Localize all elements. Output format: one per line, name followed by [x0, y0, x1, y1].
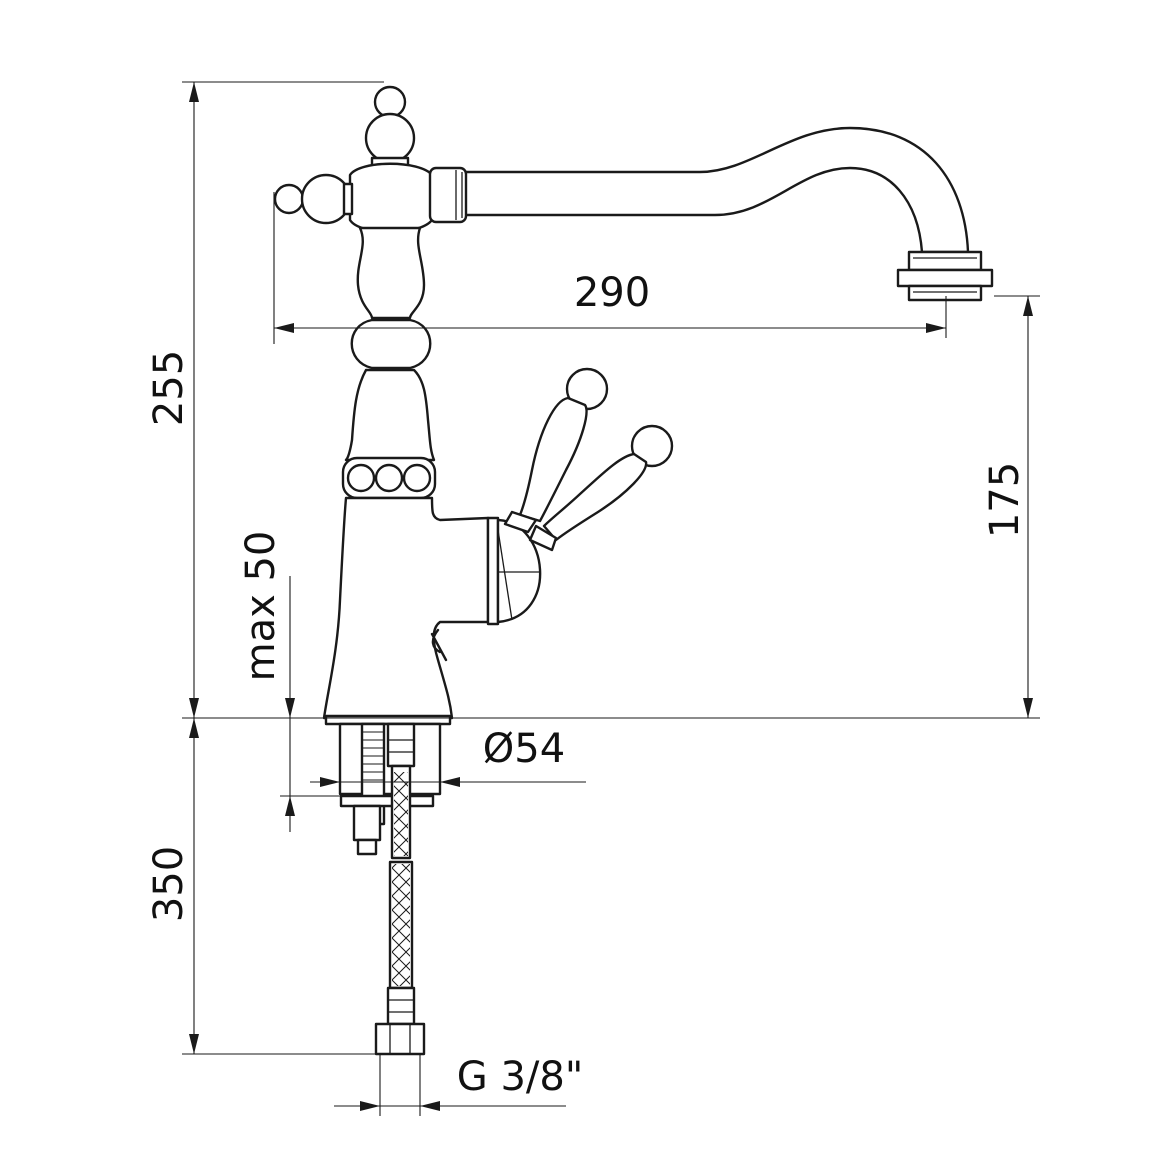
- lever-handle-upper: [503, 367, 609, 534]
- dim-spout-height: 175: [982, 462, 1028, 538]
- top-finial: [364, 85, 416, 168]
- spout: [463, 126, 970, 254]
- cartridge-housing: [486, 516, 542, 626]
- decorative-collar: [341, 456, 437, 500]
- dim-base-diameter: Ø54: [483, 726, 565, 772]
- dim-hose-thread: G 3/8": [457, 1054, 583, 1100]
- head-block: [348, 162, 434, 234]
- stem-lower: [344, 368, 436, 462]
- dim-spout-reach: 290: [574, 270, 650, 316]
- lever-handle-lower: [528, 424, 674, 552]
- dimension-lines: [182, 81, 1040, 1116]
- dim-max-deck-thickness: max 50: [238, 531, 284, 682]
- dim-total-height: 255: [146, 350, 192, 426]
- faucet-body: [273, 85, 994, 726]
- dimension-labels: 255 290 175 max 50 Ø54 350 G 3/8": [146, 270, 1028, 1100]
- aerator: [896, 250, 994, 302]
- stem-upper: [356, 226, 426, 320]
- dim-hose-length: 350: [146, 846, 192, 922]
- side-knob: [273, 173, 354, 225]
- stem-bead: [350, 318, 432, 370]
- main-body: [322, 496, 490, 720]
- mounting-hardware: [338, 722, 442, 1056]
